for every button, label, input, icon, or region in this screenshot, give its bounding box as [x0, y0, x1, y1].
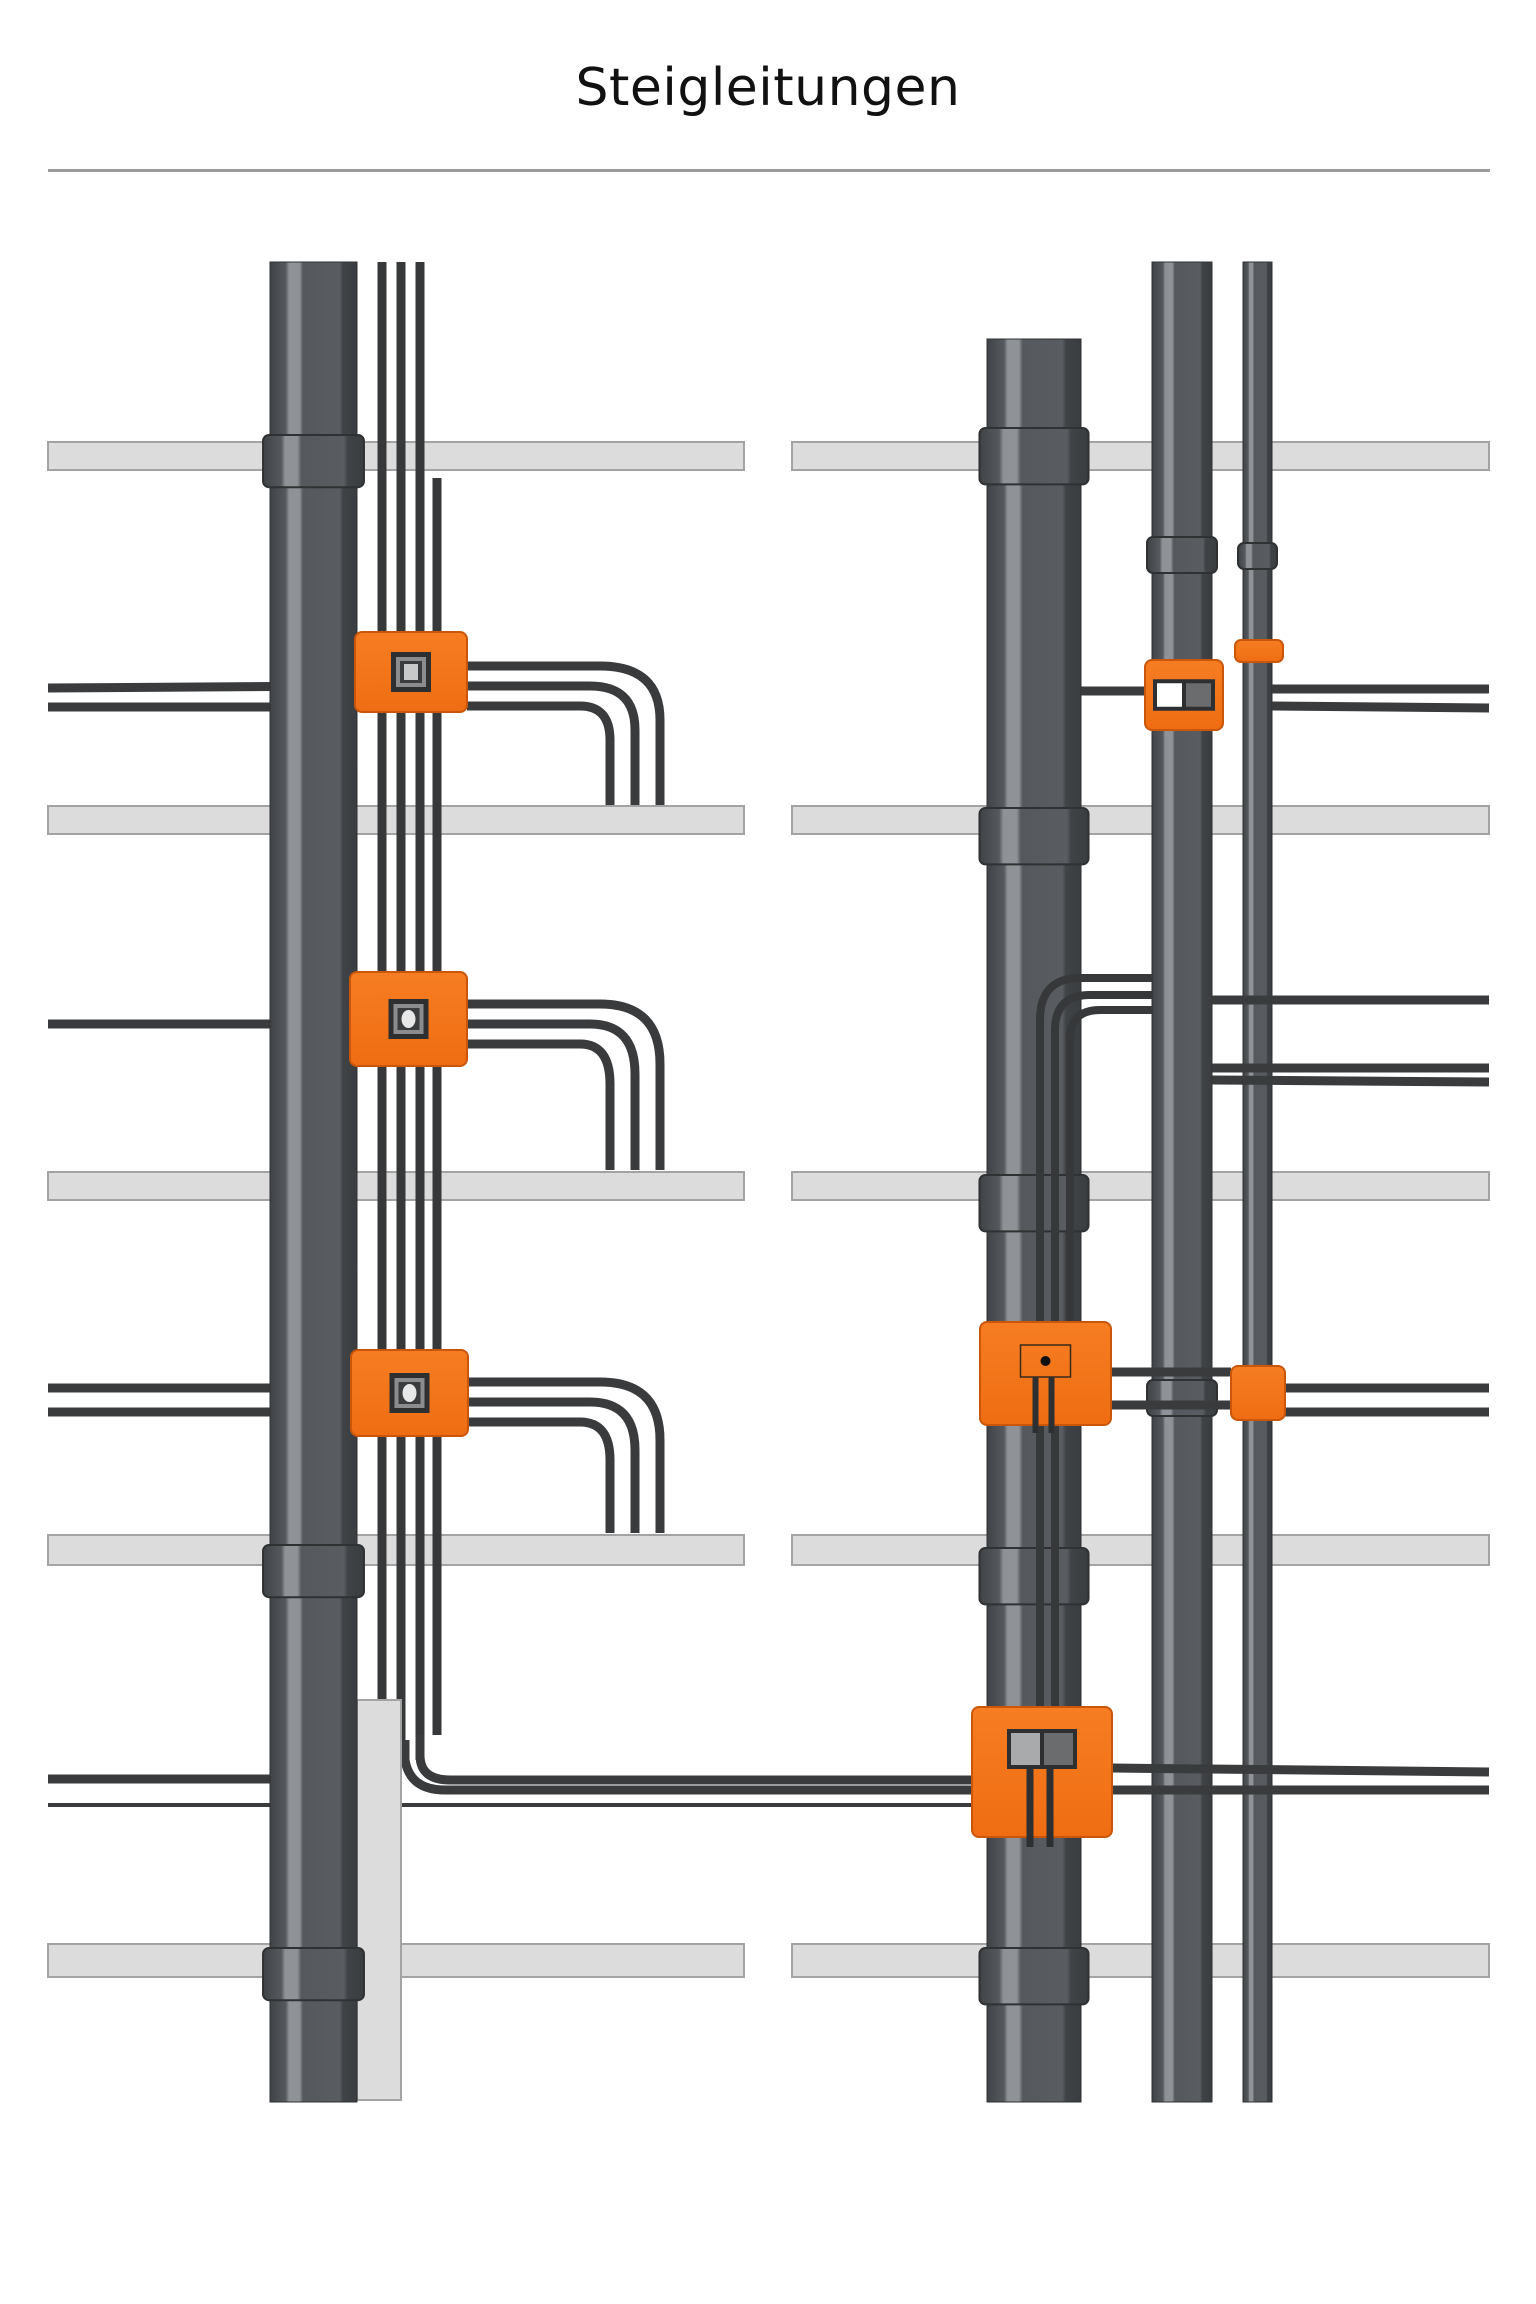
floor-slab — [791, 1171, 1490, 1201]
pipe-coupling — [262, 1544, 365, 1599]
pipe-coupling — [262, 1947, 365, 2002]
double-switch-icon — [1153, 679, 1215, 711]
floor-slab — [47, 1534, 745, 1566]
right-thin-riser — [1237, 261, 1278, 2103]
junction-boxes — [349, 631, 1286, 1847]
left-box-floor-2 — [349, 971, 468, 1067]
floor-slab — [791, 1534, 1490, 1566]
right-box-bottom — [971, 1706, 1113, 1847]
floor-slabs — [47, 441, 1490, 1978]
left-main-riser — [262, 261, 365, 2103]
outlet-dot-icon — [1019, 1344, 1072, 1433]
pipe-coupling — [978, 1547, 1090, 1606]
pipe-coupling — [262, 434, 365, 489]
pipe-coupling — [978, 807, 1090, 866]
pipe-coupling — [1146, 536, 1218, 574]
title-divider — [48, 169, 1490, 172]
floor-slab — [791, 805, 1490, 835]
left-box-floor-3 — [350, 1349, 469, 1437]
floor-slab — [47, 805, 745, 835]
pipe-coupling — [978, 1174, 1090, 1233]
left-box-floor-1 — [354, 631, 468, 713]
orange-clip — [1234, 639, 1284, 663]
double-switch-icon — [1007, 1729, 1077, 1847]
pipe-coupling — [978, 1947, 1090, 2006]
right-box-top — [1144, 659, 1224, 731]
socket-icon — [388, 999, 429, 1039]
pipe-coupling — [978, 427, 1090, 486]
socket-icon — [389, 1373, 430, 1413]
pipe-coupling — [1237, 542, 1278, 570]
floor-slab — [47, 441, 745, 471]
right-secondary-riser — [1146, 261, 1218, 2103]
switch-icon — [391, 652, 431, 692]
pipe-coupling — [1146, 1379, 1218, 1417]
cable-bundle-right — [1036, 684, 1490, 1795]
floor-slab — [791, 1943, 1490, 1978]
floor-slab — [791, 441, 1490, 471]
page-title: Steigleitungen — [575, 58, 961, 118]
floor-slab — [47, 1171, 745, 1201]
right-box-mid — [979, 1321, 1112, 1433]
right-box-small — [1230, 1365, 1286, 1421]
